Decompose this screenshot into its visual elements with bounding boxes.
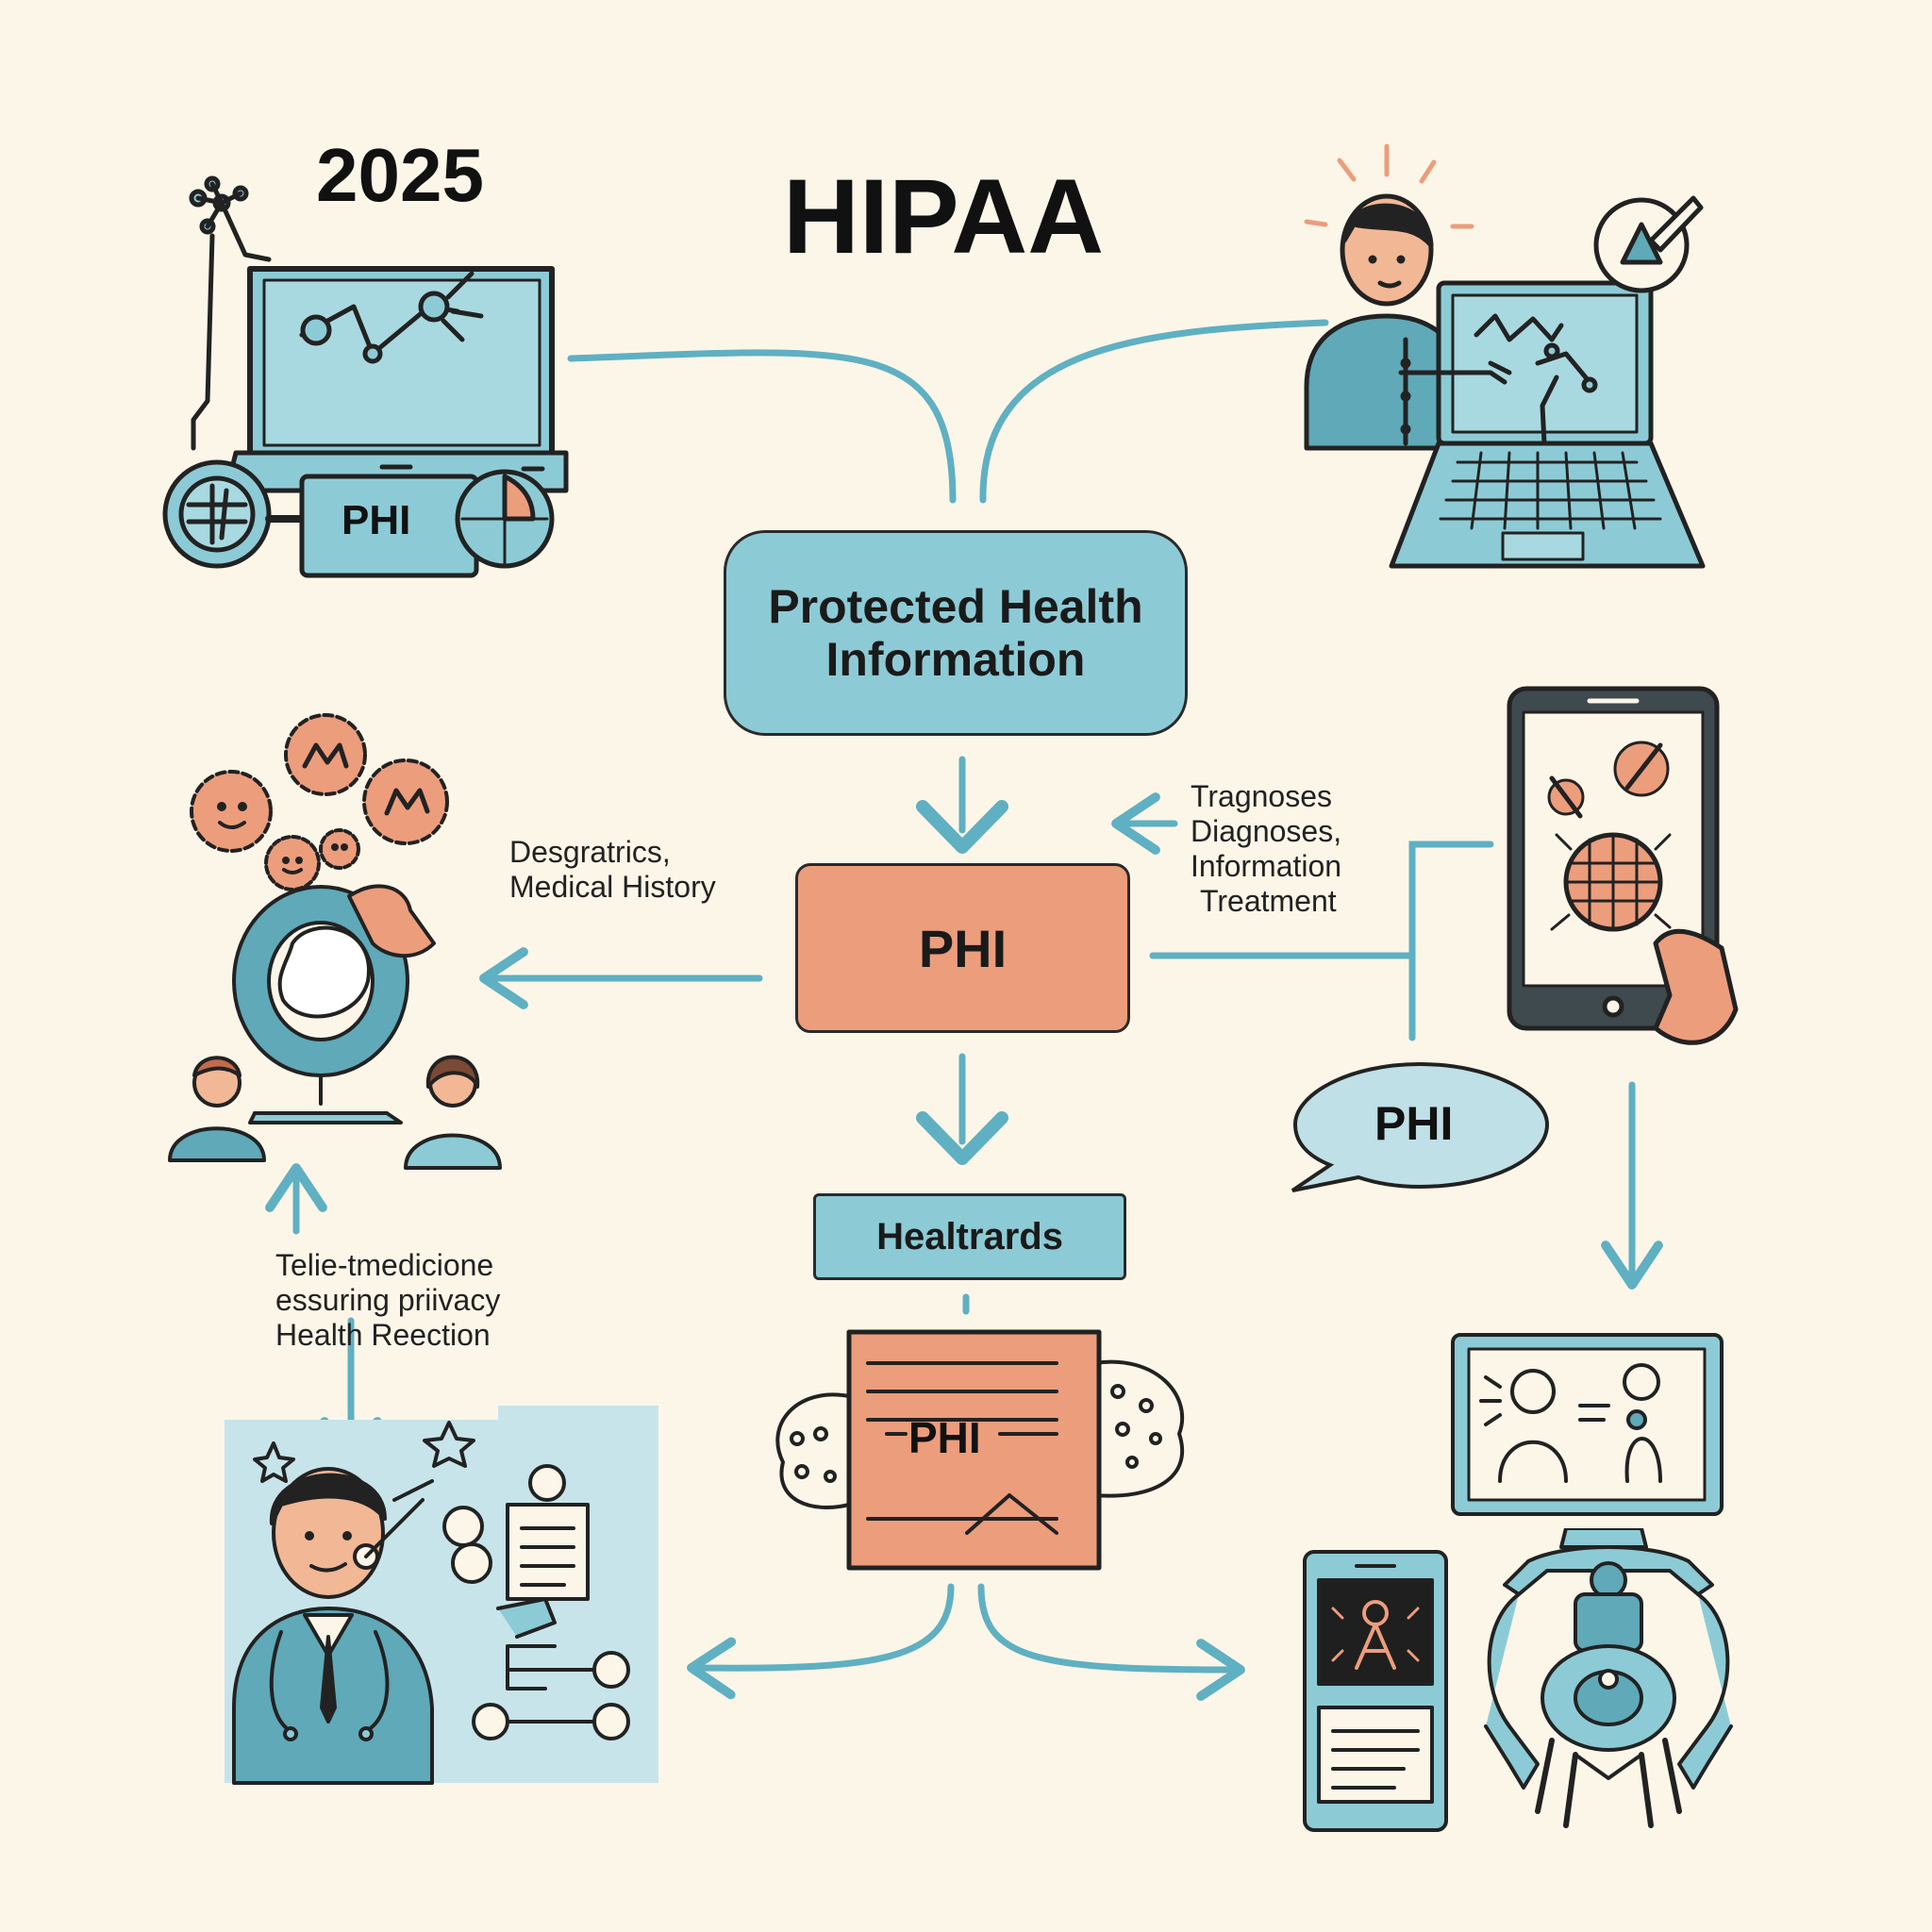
protected-health-information-box: Protected Health Information: [724, 530, 1188, 736]
phi-document-icon: PHI: [759, 1321, 1193, 1575]
diagnoses-line-1: Tragnoses: [1191, 779, 1332, 813]
phone-xray-icon: [1300, 1547, 1451, 1835]
year-label: 2025: [316, 133, 484, 217]
connector-bottom-right: [977, 1583, 1245, 1701]
tablet-virus-icon: [1505, 684, 1750, 1061]
phi-center-box: PHI: [795, 863, 1130, 1033]
phi-center-label: PHI: [918, 918, 1008, 978]
globe-people-icon: [160, 877, 519, 1170]
arrow-head-2: [916, 1111, 1008, 1165]
doctor-icon: [225, 1406, 658, 1788]
demographics-line-2: Medical History: [509, 870, 716, 904]
phi-monitor-label: PHI: [341, 497, 411, 543]
demographics-annotation: Desgratrics, Medical History: [509, 835, 716, 905]
robot-monitor-icon: PHI: [151, 165, 585, 580]
healthcards-label: Healtrards: [876, 1215, 1063, 1257]
connector-top-right: [979, 319, 1329, 504]
diagnoses-line-3: Information: [1191, 849, 1342, 883]
phi-document-label: PHI: [908, 1413, 981, 1462]
healthcards-box: Healtrards: [813, 1193, 1126, 1280]
arrow-head-1: [916, 800, 1008, 854]
connector-phi-right: [1149, 841, 1494, 1041]
demographics-line-1: Desgratrics,: [509, 835, 671, 869]
virus-cluster-icon: [165, 708, 467, 896]
robot-arm-icon: [1472, 1528, 1745, 1835]
diagnoses-line-2: Diagnoses,: [1191, 814, 1342, 848]
connector-top-left: [567, 349, 957, 504]
connector-bottom-left: [687, 1583, 955, 1700]
phi-speech-bubble: PHI: [1288, 1057, 1552, 1198]
tele-line-2: essuring priivacy: [275, 1283, 501, 1317]
person-laptop-icon: [1297, 142, 1712, 575]
diagnoses-annotation: Tragnoses Diagnoses, Information Treatme…: [1191, 779, 1341, 919]
telemedicine-annotation: Telie-tmedicione essuring priivacy Healt…: [275, 1248, 500, 1353]
video-call-icon: [1448, 1330, 1726, 1519]
tele-line-3: Health Reection: [275, 1318, 491, 1352]
diagnoses-line-4: Treatment: [1200, 884, 1337, 918]
page-title: HIPAA: [783, 158, 1105, 275]
protected-box-label: Protected Health Information: [768, 580, 1143, 686]
tele-line-1: Telie-tmedicione: [275, 1248, 494, 1282]
phi-bubble-label: PHI: [1374, 1097, 1454, 1150]
